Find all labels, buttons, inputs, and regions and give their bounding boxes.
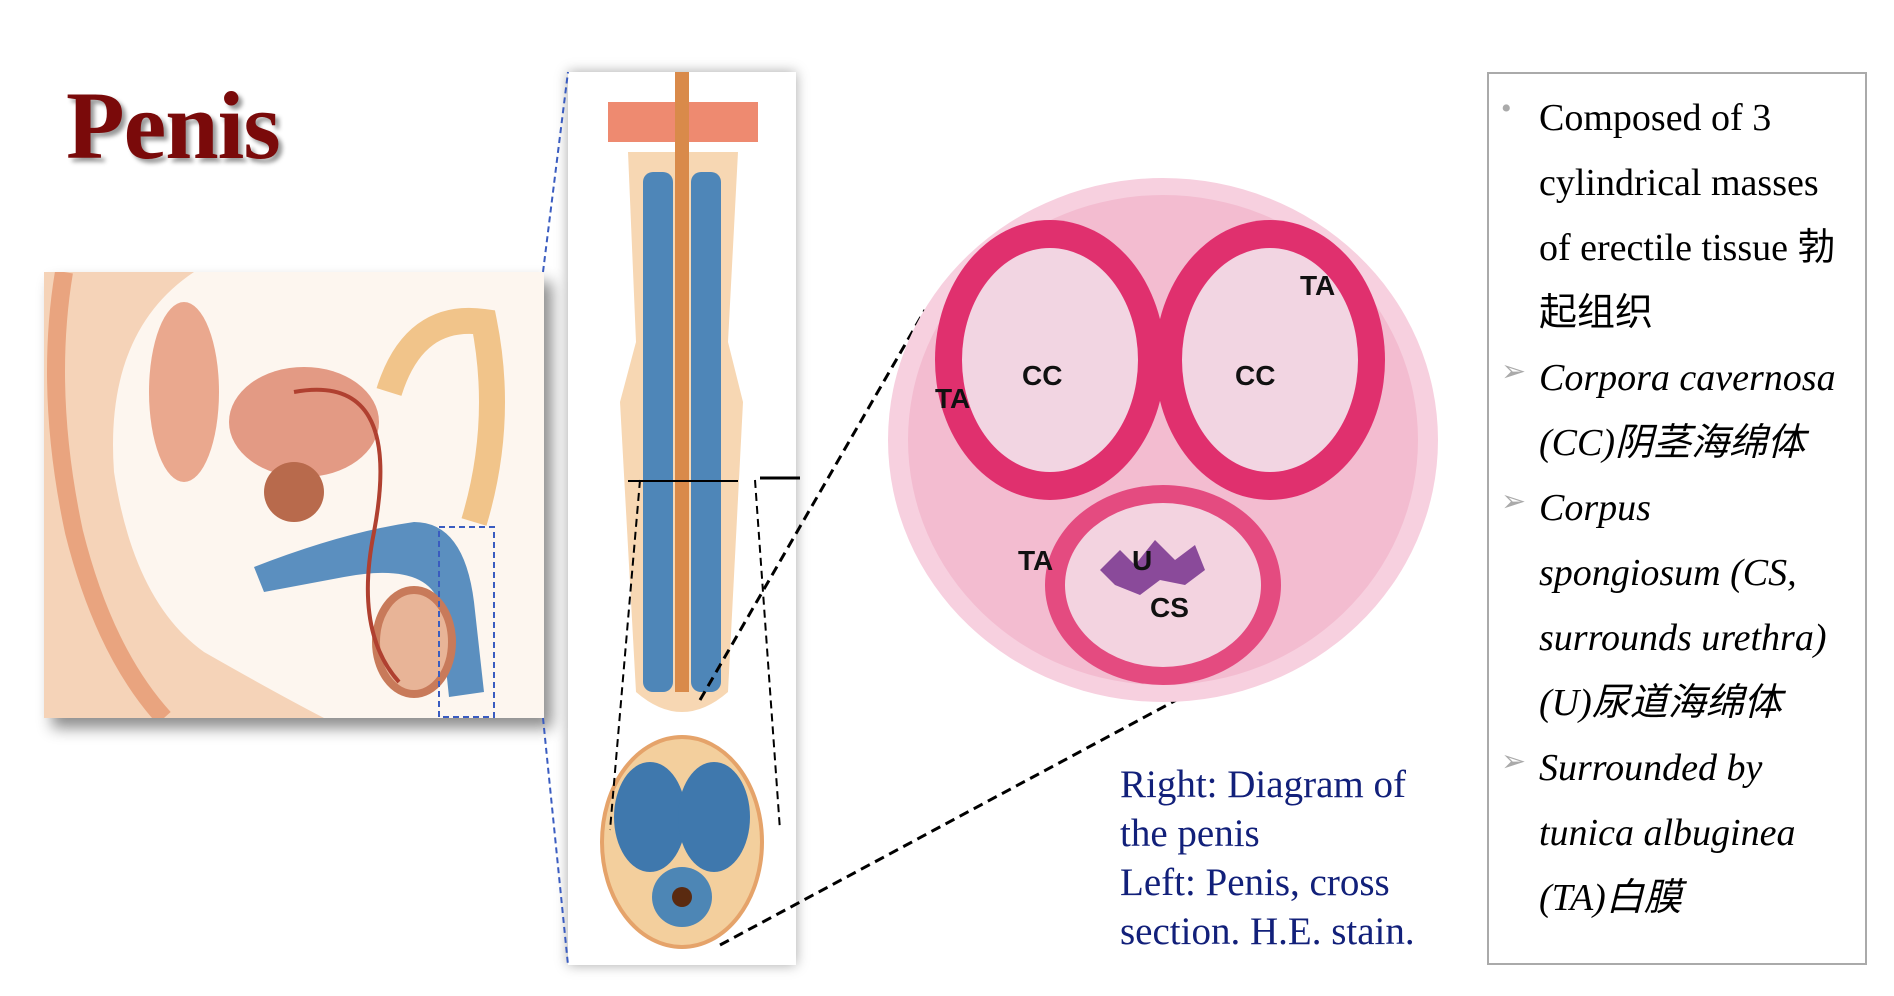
bullet-line: Composed of 3 [1539, 97, 1772, 139]
label-ta: TA [935, 383, 971, 414]
bullet-item: Surrounded by tunica albuginea (TA)白膜 [1539, 736, 1859, 931]
label-cc: CC [1022, 360, 1063, 391]
arrow-bullet-icon: ➢ [1501, 485, 1527, 518]
bullet-item: Corpora cavernosa (CC)阴茎海绵体 [1539, 346, 1859, 476]
bullet-line: (CC)阴茎海绵体 [1539, 422, 1806, 464]
caption-line: the penis [1120, 812, 1260, 855]
bullet-line: Surrounded by [1539, 747, 1763, 789]
label-cc: CC [1235, 360, 1276, 391]
label-u: U [1132, 545, 1153, 576]
bullet-item: Composed of 3 cylindrical masses of erec… [1539, 86, 1859, 346]
bullet-line: 起组织 [1539, 292, 1654, 334]
slide-title: Penis [66, 72, 281, 179]
bullet-item: Corpus spongiosum (CS, surrounds urethra… [1539, 476, 1859, 736]
bullet-line: surrounds urethra) [1539, 617, 1827, 659]
caption-line: Left: Penis, cross [1120, 861, 1390, 904]
bullet-text-box: • Composed of 3 cylindrical masses of er… [1487, 72, 1867, 965]
caption-line: section. H.E. stain. [1120, 910, 1415, 953]
bullet-line: (U)尿道海绵体 [1539, 682, 1782, 724]
sagittal-section-illustration [44, 270, 544, 725]
arrow-bullet-icon: ➢ [1501, 355, 1527, 388]
bullet-line: Corpus [1539, 487, 1651, 529]
bullet-line: of erectile tissue 勃 [1539, 227, 1836, 269]
caption-line: Right: Diagram of [1120, 763, 1406, 806]
longitudinal-diagram [568, 72, 796, 965]
bullet-line: tunica albuginea [1539, 812, 1796, 854]
bullet-line: Corpora cavernosa [1539, 357, 1836, 399]
bullet-line: (TA)白膜 [1539, 877, 1682, 919]
label-ta: TA [1300, 270, 1336, 301]
bullet-line: cylindrical masses [1539, 162, 1819, 204]
bullet-line: spongiosum (CS, [1539, 552, 1797, 594]
he-stain-cross-section: TA TA CC CC TA U CS [870, 170, 1450, 710]
label-cs: CS [1150, 592, 1189, 623]
label-ta: TA [1018, 545, 1054, 576]
figure-caption: Right: Diagram of the penis Left: Penis,… [1120, 760, 1460, 956]
arrow-bullet-icon: ➢ [1501, 745, 1527, 778]
dot-bullet-icon: • [1501, 92, 1512, 125]
